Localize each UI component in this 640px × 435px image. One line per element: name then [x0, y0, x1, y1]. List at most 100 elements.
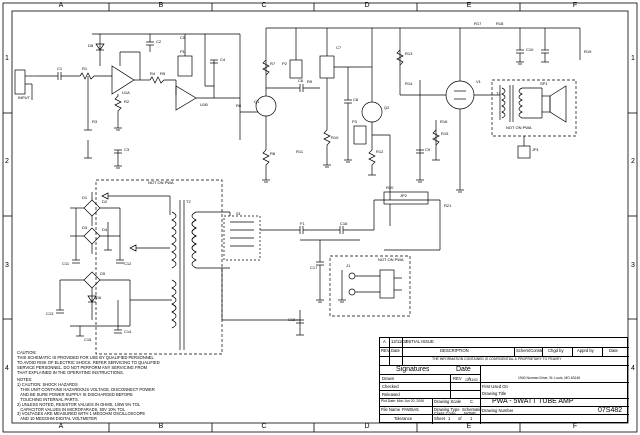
label-c3: C3 [124, 147, 130, 152]
label-r8: R8 [270, 151, 276, 156]
label-jp2: JP2 [400, 193, 407, 198]
rev-row-rev: A [383, 339, 386, 344]
sheet-total: 1 [470, 416, 473, 421]
label-c6: C6 [298, 78, 304, 83]
rev-row-date: 12/11/02 [391, 339, 407, 344]
not-on-pwa-speaker-label: NOT ON PWA [506, 125, 532, 130]
label-c7: C7 [336, 45, 342, 50]
label-c4: C4 [220, 57, 226, 62]
drawing-number-value: 07S482 [598, 407, 623, 414]
released-label: Released [382, 392, 400, 397]
label-c11: C11 [62, 261, 70, 266]
label-p3: P3 [352, 119, 357, 124]
label-r7: R7 [270, 61, 276, 66]
label-sp1: SP1 [540, 81, 548, 86]
label-p1: P1 [180, 49, 185, 54]
label-d6: D6 [96, 295, 102, 300]
label-j1: J1 [346, 263, 351, 268]
label-t1: T1 [496, 91, 501, 96]
zone-row-4-right: 4 [631, 365, 635, 372]
zone-row-4-left: 4 [5, 365, 9, 372]
label-r10: R10 [331, 135, 339, 140]
plot-date: Plot Date: Mon Jun 20, 2006 [381, 399, 424, 403]
label-r20: R20 [386, 185, 394, 190]
sheet-of-label: of [458, 416, 462, 421]
zone-col-b-top: B [158, 2, 164, 9]
title-block: A 12/11/02 INITIAL ISSUE REV Date DESCRI… [379, 337, 629, 424]
label-r15: R15 [441, 131, 449, 136]
drawing-type-value: Schematic [462, 407, 482, 412]
zone-col-e-bottom: E [466, 423, 472, 430]
zone-col-f-bottom: F [572, 423, 578, 430]
label-r5: R5 [160, 71, 166, 76]
zone-col-e-top: E [466, 2, 472, 9]
label-r4: R4 [150, 71, 156, 76]
caution-title: CAUTION: [17, 350, 37, 355]
label-c9: C9 [425, 147, 431, 152]
zone-row-3-right: 3 [631, 262, 635, 269]
label-f1: F1 [300, 221, 305, 226]
label-c8: C8 [353, 97, 359, 102]
label-c17: C17 [310, 265, 318, 270]
label-c13: C13 [46, 311, 54, 316]
label-s1: S1 [236, 211, 241, 216]
zone-row-2-left: 2 [5, 158, 9, 165]
label-q1: Q1 [254, 99, 260, 104]
file-name-value: PAW5A5 [402, 407, 419, 412]
checked-label: Checked [382, 384, 399, 389]
notes-title: NOTES: [17, 377, 33, 382]
label-d4: D4 [102, 227, 108, 232]
label-r2: R2 [124, 99, 130, 104]
zone-col-f-top: F [572, 2, 578, 9]
not-on-pwa-ac-label: NOT ON PWA [378, 257, 404, 262]
label-r17: R17 [474, 21, 482, 26]
company-address: 1940 Norman Drive, St. Louis, MO 63146 [518, 376, 581, 380]
label-r19: R19 [584, 49, 592, 54]
label-c14: C14 [124, 329, 132, 334]
drawing-scale-value: C [470, 399, 474, 404]
class-code-label: Class Code [434, 411, 456, 416]
rev-date: 12/11/02 [465, 378, 478, 382]
zone-col-c-top: C [261, 2, 267, 9]
sheet-number: 1 [448, 416, 451, 421]
file-name-label: File Name [381, 407, 401, 412]
label-d1: D1 [82, 195, 88, 200]
label-r6: R6 [236, 103, 242, 108]
label-c15: C15 [84, 337, 92, 342]
zone-row-3-left: 3 [5, 262, 9, 269]
label-p2: P2 [282, 61, 287, 66]
label-r3: R3 [92, 119, 98, 124]
label-r9: R9 [307, 79, 313, 84]
label-r13: R13 [405, 51, 413, 56]
label-c12: C12 [124, 261, 132, 266]
first-used-label: First Used On [482, 384, 508, 389]
label-c16: C16 [340, 221, 348, 226]
label-r11: R11 [296, 149, 304, 154]
sheet-label: Sheet [434, 416, 445, 421]
zone-col-d-top: D [364, 2, 370, 9]
label-c5: C5 [180, 35, 186, 40]
label-u1a: U1A [122, 90, 130, 95]
label-d3: D3 [82, 225, 88, 230]
zone-row-2-right: 2 [631, 158, 635, 165]
class-code-value: NONE [464, 411, 477, 416]
zone-row-1-left: 1 [5, 55, 9, 62]
zone-col-b-bottom: B [158, 423, 164, 430]
label-c1: C1 [57, 66, 63, 71]
drawing-title-label: Drawing Title [482, 391, 507, 396]
label-c10: C10 [526, 47, 534, 52]
rev-row-desc: INITIAL ISSUE [406, 339, 434, 344]
tolerance-label: Tolerance [394, 416, 413, 421]
rev-header-chgd: Chgd by [548, 348, 564, 353]
label-v1: V1 [476, 79, 481, 84]
label-d5: D5 [100, 271, 106, 276]
label-d2: D2 [102, 199, 108, 204]
label-c2: C2 [156, 39, 162, 44]
zone-col-a-top: A [58, 2, 64, 9]
label-jp1: JP1 [532, 147, 539, 152]
label-d8: D8 [88, 43, 94, 48]
notes-text: 1) CAUTION: SHOCK HAZARDS THIS UNIT CONT… [17, 382, 155, 422]
label-u1b: U1B [200, 102, 208, 107]
signatures-header: Signatures [396, 366, 430, 373]
